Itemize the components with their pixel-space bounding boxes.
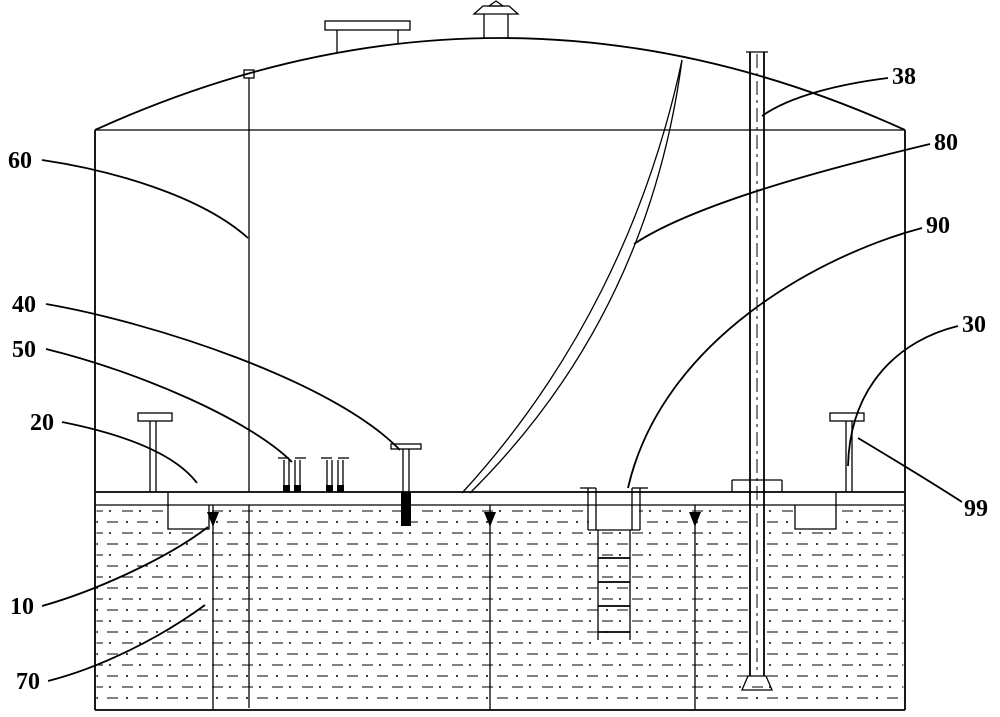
internal-ladder	[597, 530, 631, 640]
label-10: 10	[10, 594, 34, 620]
flexible-pipe	[461, 59, 683, 494]
deck-support-legs	[207, 505, 701, 710]
guide-pole	[731, 51, 783, 691]
reference-numerals: 60 40 50 20 10 70 38 80 90 30 99	[8, 64, 988, 695]
left-wall-bracket	[137, 412, 173, 492]
floating-deck	[96, 491, 904, 530]
label-20: 20	[30, 410, 54, 436]
label-38: 38	[892, 64, 916, 90]
stored-liquid-hatch	[96, 507, 904, 707]
label-30: 30	[962, 312, 986, 338]
label-80: 80	[934, 130, 958, 156]
label-50: 50	[12, 337, 36, 363]
label-40: 40	[12, 292, 36, 318]
roof-hatch	[324, 20, 411, 52]
roof-vent	[472, 0, 520, 39]
tank-shell	[94, 37, 906, 711]
leader-lines	[41, 77, 963, 682]
label-70: 70	[16, 669, 40, 695]
deck-manhole	[580, 487, 648, 531]
right-wall-bracket	[829, 412, 865, 492]
guide-cable	[243, 69, 255, 708]
gauge-rod	[390, 443, 422, 526]
label-90: 90	[926, 213, 950, 239]
label-60: 60	[8, 148, 32, 174]
pattern-clearings	[166, 505, 838, 677]
label-99: 99	[964, 496, 988, 522]
deck-vent-fittings	[278, 457, 349, 492]
